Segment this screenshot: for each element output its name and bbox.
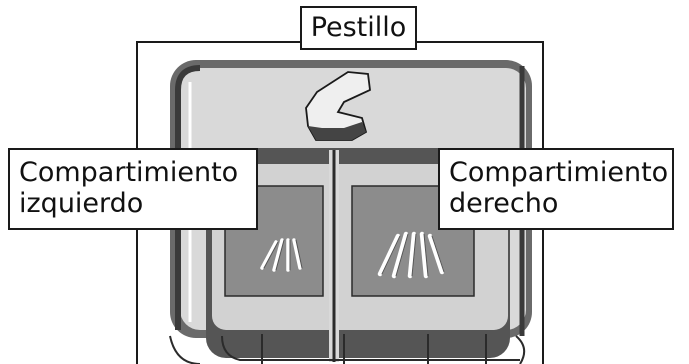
left-compartment-label-line-2: izquierdo <box>19 188 144 219</box>
right-compartment-label-line-1: Compartimiento <box>449 157 669 188</box>
right-compartment-label-line-2: derecho <box>449 188 559 219</box>
left-compartment-label: Compartimiento izquierdo <box>8 148 258 230</box>
left-compartment-label-line-1: Compartimiento <box>19 157 239 188</box>
latch-label: Pestillo <box>300 6 417 50</box>
left-fill-lines-outline <box>263 239 303 271</box>
right-fill-lines-outline <box>381 233 445 277</box>
latch-shadow <box>308 122 366 140</box>
housing-left-edge <box>175 65 201 330</box>
right-fill-lines-icon <box>377 231 445 279</box>
right-compartment-label: Compartimiento derecho <box>438 148 674 230</box>
compartment-top-rim <box>206 148 510 164</box>
left-fill-lines-icon <box>260 238 302 272</box>
